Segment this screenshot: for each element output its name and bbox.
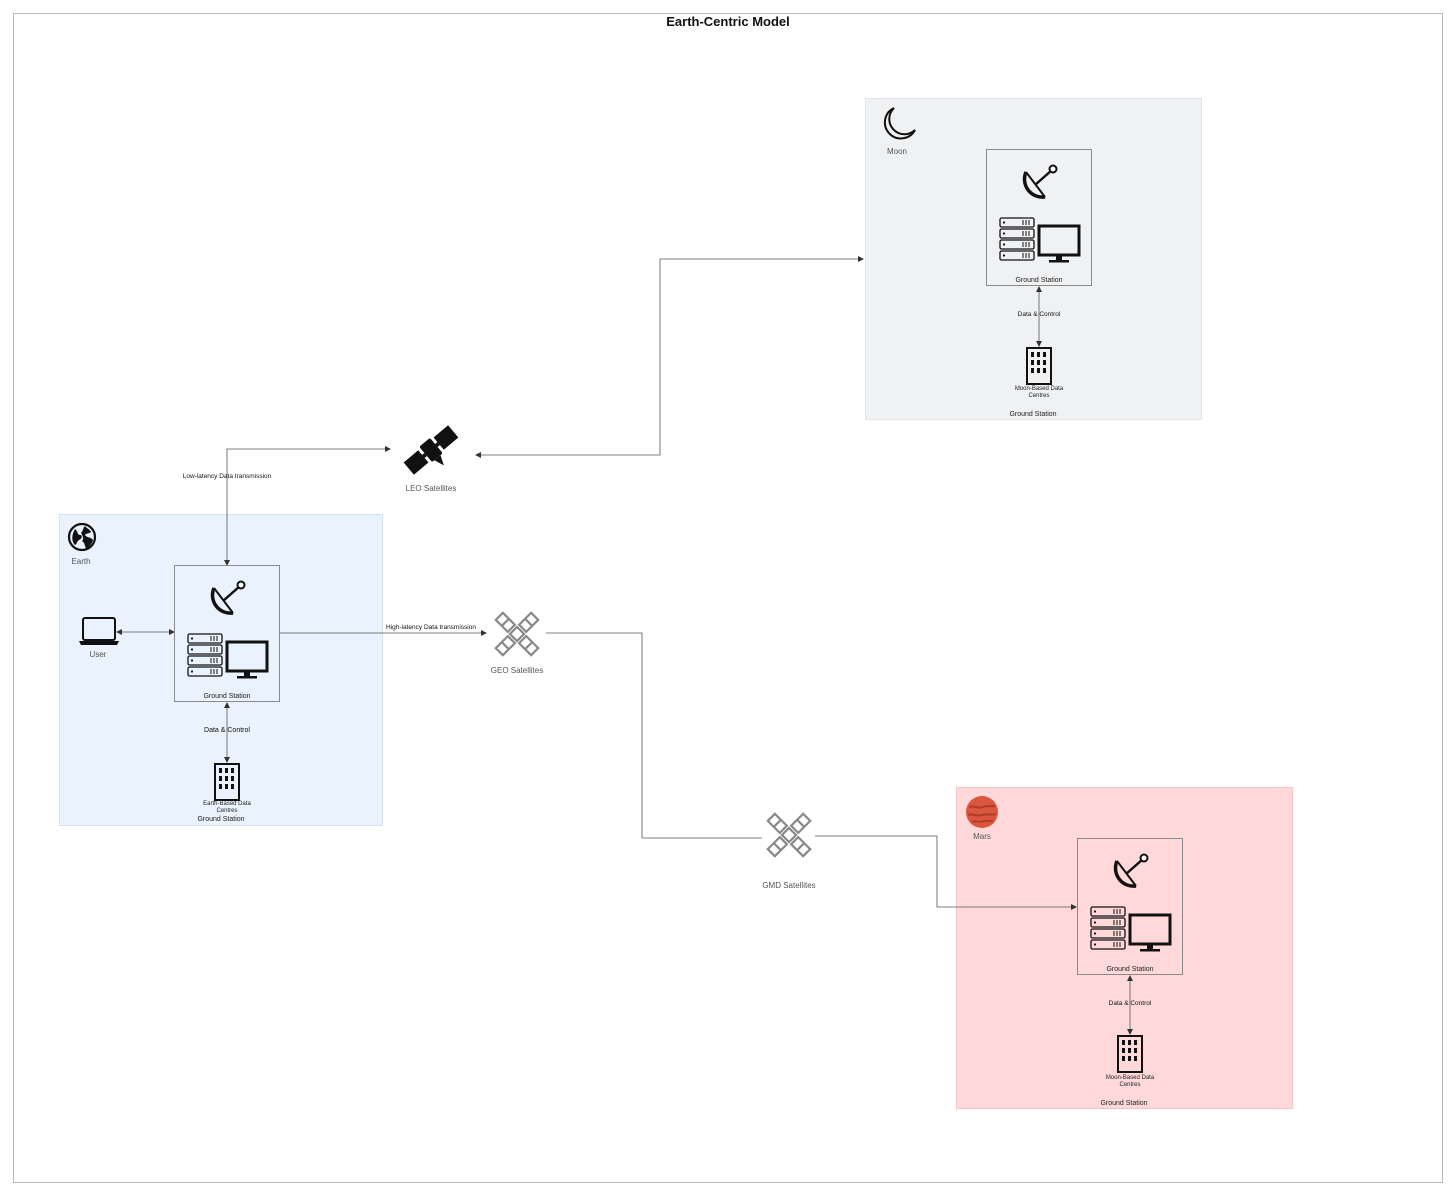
mars-data-control-label: Data & Control [1108,1000,1152,1007]
data-centre-building-icon [214,763,240,801]
leo-satellite-icon[interactable] [400,420,462,480]
geo-satellite-icon[interactable] [490,607,544,661]
gmd-label: GMD Satellites [762,881,816,890]
earth-ground-station-box[interactable] [174,565,280,702]
earth-data-control-label: Data & Control [204,727,250,734]
data-centre-building-icon [1117,1035,1143,1073]
moon-label: Moon [886,147,907,156]
earth-ground-station-label: Ground Station [203,693,251,700]
earth-region [59,514,383,826]
low-latency-label: Low-latency Data transmission [182,473,272,480]
geo-label: GEO Satellites [490,666,544,675]
moon-region-footer: Ground Station [1009,411,1057,418]
diagram-frame [13,13,1443,1183]
user-label: User [89,650,107,659]
moon-icon [883,107,916,140]
data-centre-building-icon [1026,347,1052,385]
low-latency-link [224,446,391,566]
geo-gmd-link [546,632,762,839]
leo-label: LEO Satellites [405,484,457,493]
mars-region-footer: Ground Station [1100,1100,1148,1107]
mars-planet-icon [966,796,998,828]
globe-icon [67,522,97,552]
moon-ground-station-label: Ground Station [1015,277,1063,284]
mars-ground-station-label: Ground Station [1106,966,1154,973]
diagram-title: Earth-Centric Model [666,14,790,29]
mars-label: Mars [973,832,991,841]
monitor-icon [1128,913,1172,952]
laptop-icon[interactable] [78,615,120,647]
moon-data-control-label: Data & Control [1017,311,1061,318]
earth-region-footer: Ground Station [197,816,245,823]
monitor-icon [225,640,269,679]
leo-moon-link [475,256,864,458]
server-rack-icon [1090,906,1126,950]
gmd-mars-link [815,835,1077,910]
earth-label: Earth [71,557,91,566]
server-rack-icon [187,633,223,677]
high-latency-label: High-latency Data transmission [386,624,476,631]
monitor-icon [1037,224,1081,263]
mars-ground-station-box[interactable] [1077,838,1183,975]
moon-ground-station-box[interactable] [986,149,1092,286]
satellite-dish-icon [1022,164,1058,199]
server-rack-icon [999,217,1035,261]
satellite-dish-icon [1113,853,1149,888]
gmd-satellite-icon[interactable] [762,808,816,862]
satellite-dish-icon [210,580,246,615]
